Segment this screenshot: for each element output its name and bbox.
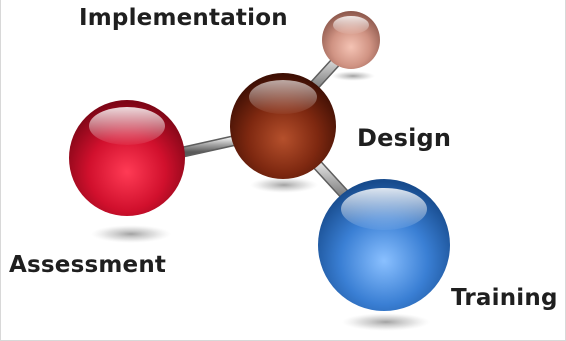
label-implementation: Implementation xyxy=(79,5,288,31)
node-training xyxy=(318,179,450,311)
node-shadow-assessment xyxy=(91,225,171,243)
node-shadow-design xyxy=(250,177,318,193)
label-assessment: Assessment xyxy=(9,252,167,278)
node-implementation xyxy=(322,11,380,69)
label-training: Training xyxy=(451,285,558,311)
node-shadow-training xyxy=(342,313,430,331)
node-assessment xyxy=(69,100,185,216)
node-design xyxy=(230,73,336,179)
node-shadow-implementation xyxy=(331,71,375,81)
label-design: Design xyxy=(357,124,452,152)
